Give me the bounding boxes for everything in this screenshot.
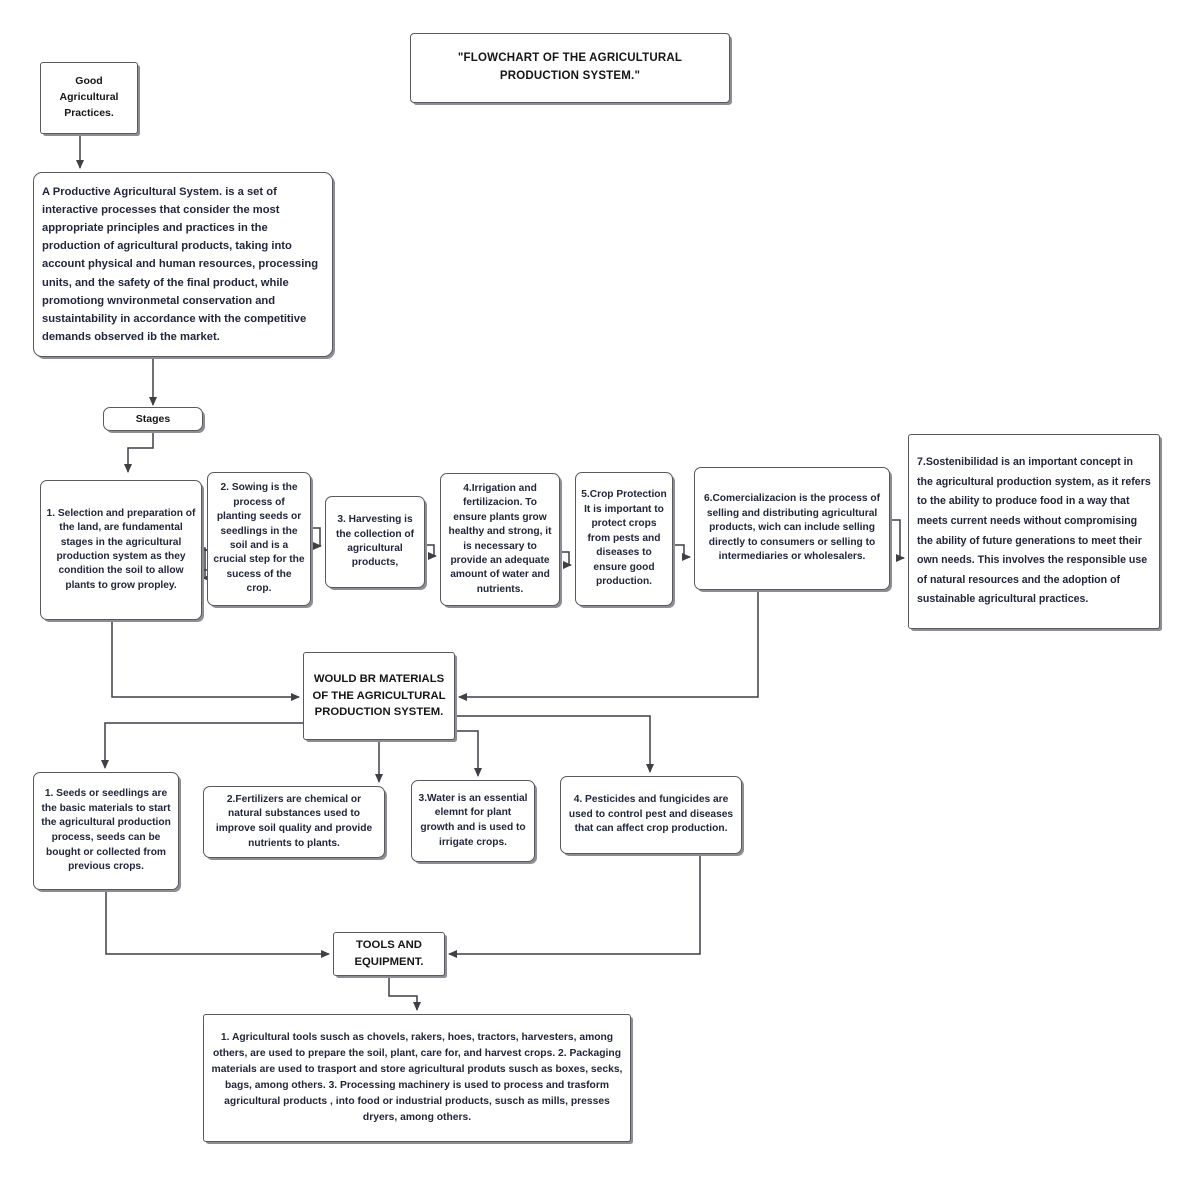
stage-7-text: 7.Sostenibilidad is an important concept… bbox=[917, 456, 1151, 606]
stage-6-text: 6.Comercializacion is the process of sel… bbox=[703, 493, 881, 563]
productive-agricultural-system-text: A Productive Agricultural System. is a s… bbox=[42, 185, 319, 343]
material-box-2[interactable]: 2.Fertilizers are chemical or natural su… bbox=[203, 786, 385, 858]
connector-stage6-to-stage7 bbox=[891, 519, 905, 562]
connector-materials-to-mat4 bbox=[456, 715, 654, 773]
productive-agricultural-system-box[interactable]: A Productive Agricultural System. is a s… bbox=[33, 172, 333, 357]
connector-stages-to-stage1 bbox=[124, 433, 154, 473]
materials-header-text: WOULD BR MATERIALS OF THE AGRICULTURAL P… bbox=[312, 672, 446, 719]
connector-materials-to-mat1 bbox=[101, 722, 303, 769]
stage-box-2[interactable]: 2. Sowing is the process of planting see… bbox=[207, 472, 311, 606]
materials-header-box[interactable]: WOULD BR MATERIALS OF THE AGRICULTURAL P… bbox=[303, 652, 455, 740]
good-agricultural-practices-box[interactable]: Good Agricultural Practices. bbox=[40, 62, 138, 134]
connector-materials-to-mat3 bbox=[456, 730, 482, 777]
material-box-3[interactable]: 3.Water is an essential elemnt for plant… bbox=[411, 780, 535, 862]
stage-2-text: 2. Sowing is the process of planting see… bbox=[213, 482, 305, 595]
stage-box-7[interactable]: 7.Sostenibilidad is an important concept… bbox=[908, 434, 1160, 629]
tools-and-equipment-box[interactable]: TOOLS AND EQUIPMENT. bbox=[333, 932, 445, 976]
material-2-text: 2.Fertilizers are chemical or natural su… bbox=[215, 793, 373, 849]
connector-stage3-to-stage4 bbox=[426, 544, 437, 560]
tools-detail-text: 1. Agricultural tools susch as chovels, … bbox=[211, 1032, 623, 1123]
stage-4-text: 4.Irrigation and fertilizacion. To ensur… bbox=[448, 482, 552, 595]
stage-1-text: 1. Selection and preparation of the land… bbox=[46, 507, 196, 591]
stage-box-1[interactable]: 1. Selection and preparation of the land… bbox=[40, 480, 202, 620]
connector-stage5-to-stage6 bbox=[674, 544, 691, 561]
stage-box-3[interactable]: 3. Harvesting is the collection of agric… bbox=[325, 496, 425, 588]
chart-title-line1: "FLOWCHART OF THE AGRICULTURAL bbox=[457, 52, 683, 65]
stage-box-6[interactable]: 6.Comercializacion is the process of sel… bbox=[694, 467, 890, 590]
tools-detail-box[interactable]: 1. Agricultural tools susch as chovels, … bbox=[203, 1014, 631, 1142]
material-box-4[interactable]: 4. Pesticides and fungicides are used to… bbox=[560, 776, 742, 854]
material-box-1[interactable]: 1. Seeds or seedlings are the basic mate… bbox=[33, 772, 179, 890]
connector-stage1-to-materials bbox=[111, 621, 300, 701]
chart-title-box: "FLOWCHART OF THE AGRICULTURAL PRODUCTION… bbox=[410, 33, 730, 103]
chart-title-line2: PRODUCTION SYSTEM." bbox=[499, 70, 641, 82]
good-agricultural-practices-text: Good Agricultural Practices. bbox=[59, 75, 119, 119]
material-3-text: 3.Water is an essential elemnt for plant… bbox=[418, 792, 528, 848]
tools-and-equipment-text: TOOLS AND EQUIPMENT. bbox=[354, 939, 424, 968]
material-1-text: 1. Seeds or seedlings are the basic mate… bbox=[41, 787, 171, 873]
material-4-text: 4. Pesticides and fungicides are used to… bbox=[568, 793, 734, 835]
connector-stage2-to-stage3 bbox=[312, 527, 322, 550]
stage-box-4[interactable]: 4.Irrigation and fertilizacion. To ensur… bbox=[440, 473, 560, 606]
stages-label: Stages bbox=[135, 413, 171, 425]
stage-5-text: 5.Crop Protection It is important to pro… bbox=[581, 489, 667, 588]
connector-mat4-to-tools bbox=[448, 855, 701, 958]
stage-3-text: 3. Harvesting is the collection of agric… bbox=[335, 514, 415, 569]
stage-box-5[interactable]: 5.Crop Protection It is important to pro… bbox=[575, 472, 673, 606]
connector-mat1-to-tools bbox=[105, 891, 330, 958]
connector-stage4-to-stage5 bbox=[561, 551, 572, 569]
connector-stage6-to-materials bbox=[458, 591, 759, 701]
connector-tools-to-bottom bbox=[388, 977, 421, 1011]
stages-box[interactable]: Stages bbox=[103, 407, 203, 431]
chart-title-text: "FLOWCHART OF THE AGRICULTURAL PRODUCTION… bbox=[411, 50, 729, 86]
